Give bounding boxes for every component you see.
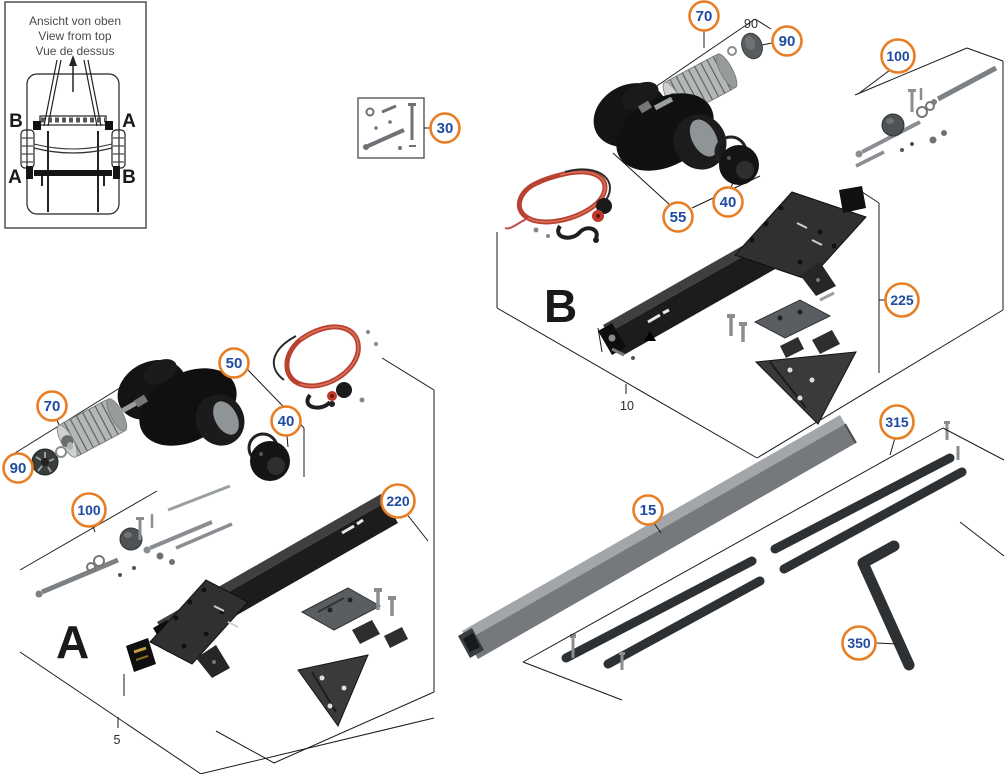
callout-40-a[interactable]: 40: [270, 405, 302, 437]
callout-315[interactable]: 315: [879, 404, 915, 440]
ref-label-5: 5: [114, 733, 121, 747]
inset-corner-br: B: [122, 167, 136, 188]
callout-55[interactable]: 55: [662, 201, 694, 233]
group-b-rail-assembly: [598, 186, 867, 360]
arrow-head-icon: [69, 55, 77, 66]
fastener-kit-30: [357, 97, 430, 159]
end-block: [839, 186, 866, 213]
svg-text:70: 70: [44, 398, 61, 415]
item-315-rods: [561, 453, 967, 669]
gusset-bracket: [754, 351, 857, 425]
group-a-roller-drum: [31, 398, 128, 476]
svg-text:315: 315: [885, 414, 909, 430]
callout-70-b[interactable]: 70: [688, 0, 720, 32]
svg-text:70: 70: [696, 8, 713, 25]
callout-350[interactable]: 350: [841, 625, 877, 661]
inset-title-de: Ansicht von oben: [29, 14, 121, 28]
svg-text:90: 90: [779, 33, 796, 50]
connector-block: [126, 638, 156, 672]
group-a-wiring-harness: [272, 324, 378, 410]
callout-90-b[interactable]: 90: [771, 25, 803, 57]
svg-text:90: 90: [10, 460, 27, 477]
inset-corner-bl: A: [8, 167, 22, 188]
inset-title-en: View from top: [38, 29, 111, 43]
callout-70-a[interactable]: 70: [36, 390, 68, 422]
callout-30[interactable]: 30: [429, 112, 461, 144]
svg-text:40: 40: [278, 413, 295, 430]
washer: [727, 46, 737, 56]
svg-text:350: 350: [847, 635, 871, 651]
svg-text:15: 15: [640, 502, 657, 519]
callout-15[interactable]: 15: [632, 494, 664, 526]
group-a-rail-assembly: [126, 494, 398, 678]
mounting-plate: [734, 191, 867, 281]
group-b-wiring-harness: [504, 168, 612, 243]
svg-text:55: 55: [670, 209, 687, 226]
trailer-top-view-schematic: [20, 55, 126, 215]
group-b-letter: B: [544, 280, 577, 332]
group-a-motor: [117, 359, 245, 446]
inset-title-fr: Vue de dessus: [36, 44, 115, 58]
callout-225[interactable]: 225: [884, 282, 920, 318]
group-b-construction-lines: [496, 18, 1004, 459]
svg-text:220: 220: [386, 493, 410, 509]
group-b-bolt-set: [855, 65, 998, 168]
group-b-clamp-hardware: [727, 291, 857, 425]
group-b-motor: [593, 81, 727, 171]
callout-90-a[interactable]: 90: [2, 452, 34, 484]
item-15-cross-tube: [458, 415, 857, 659]
group-b-clutch: [714, 135, 759, 185]
cross-member: [34, 170, 112, 176]
group-a-clutch: [247, 432, 290, 481]
item-350-hex-key: [857, 540, 915, 671]
svg-text:100: 100: [77, 502, 101, 518]
group-a-bolt-set: [35, 484, 233, 598]
svg-text:50: 50: [226, 355, 243, 372]
svg-text:225: 225: [890, 292, 914, 308]
ref-label-10: 10: [620, 399, 634, 413]
group-a-letter: A: [56, 616, 89, 668]
bottom-right-construction-lines: [522, 427, 1005, 701]
mounting-plate: [149, 579, 249, 665]
svg-text:100: 100: [886, 48, 910, 64]
svg-text:40: 40: [720, 194, 737, 211]
callout-220[interactable]: 220: [380, 483, 416, 519]
group-a-clamp-hardware: [297, 587, 408, 728]
callout-30-number: 30: [437, 120, 454, 137]
mover-roller-right: [105, 121, 113, 130]
callout-100-a[interactable]: 100: [71, 492, 107, 528]
inset-border: [4, 1, 147, 229]
triangle-marker-icon: [644, 331, 656, 341]
inset-corner-tl: B: [9, 111, 23, 132]
callout-40-b[interactable]: 40: [712, 186, 744, 218]
inset-corner-tr: A: [122, 111, 136, 132]
item-315-pins: [570, 421, 960, 670]
callout-100-b[interactable]: 100: [880, 38, 916, 74]
mover-roller-left: [33, 121, 41, 130]
gusset-bracket: [297, 654, 369, 728]
top-view-inset: Ansicht von oben View from top Vue de de…: [4, 1, 147, 229]
callout-50[interactable]: 50: [218, 347, 250, 379]
qty-label-90: 90: [744, 17, 758, 31]
